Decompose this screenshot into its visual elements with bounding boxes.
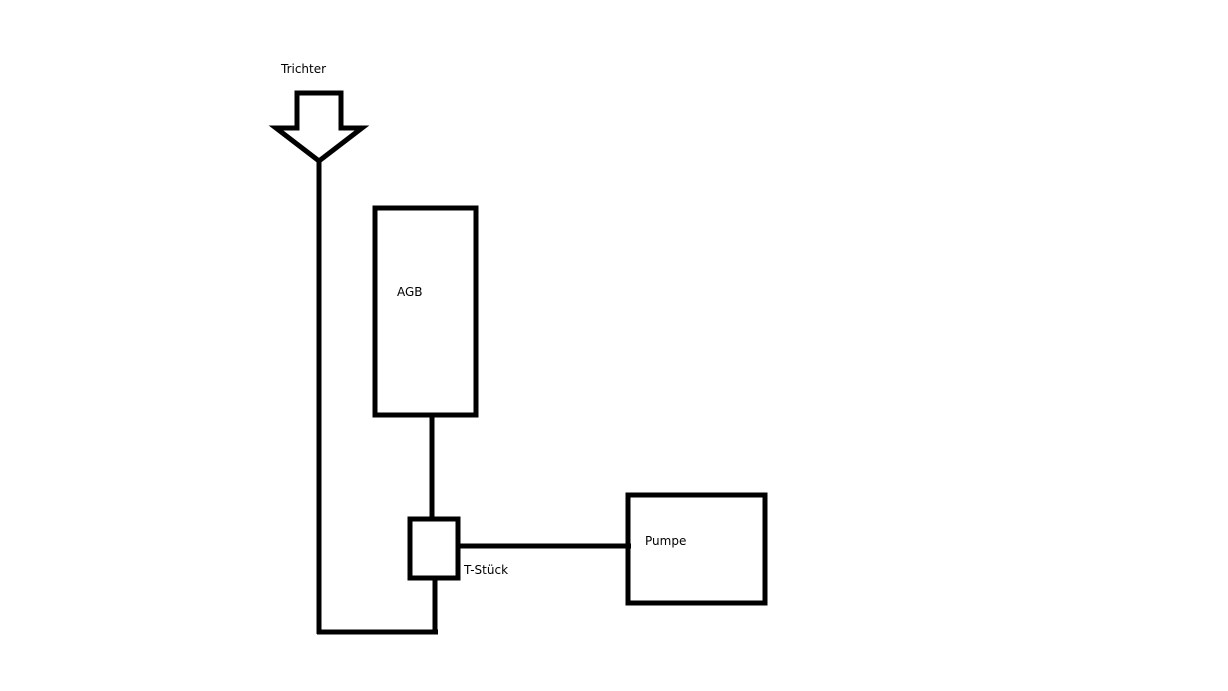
tee-label: T-Stück [463, 563, 508, 577]
pump-box [625, 492, 768, 606]
funnel-label: Trichter [280, 62, 326, 76]
reservoir-box [372, 205, 479, 418]
reservoir-label: AGB [397, 285, 423, 299]
pump-label: Pumpe [645, 534, 686, 548]
tee-box [407, 516, 461, 581]
funnel-arrow-icon [268, 90, 370, 165]
